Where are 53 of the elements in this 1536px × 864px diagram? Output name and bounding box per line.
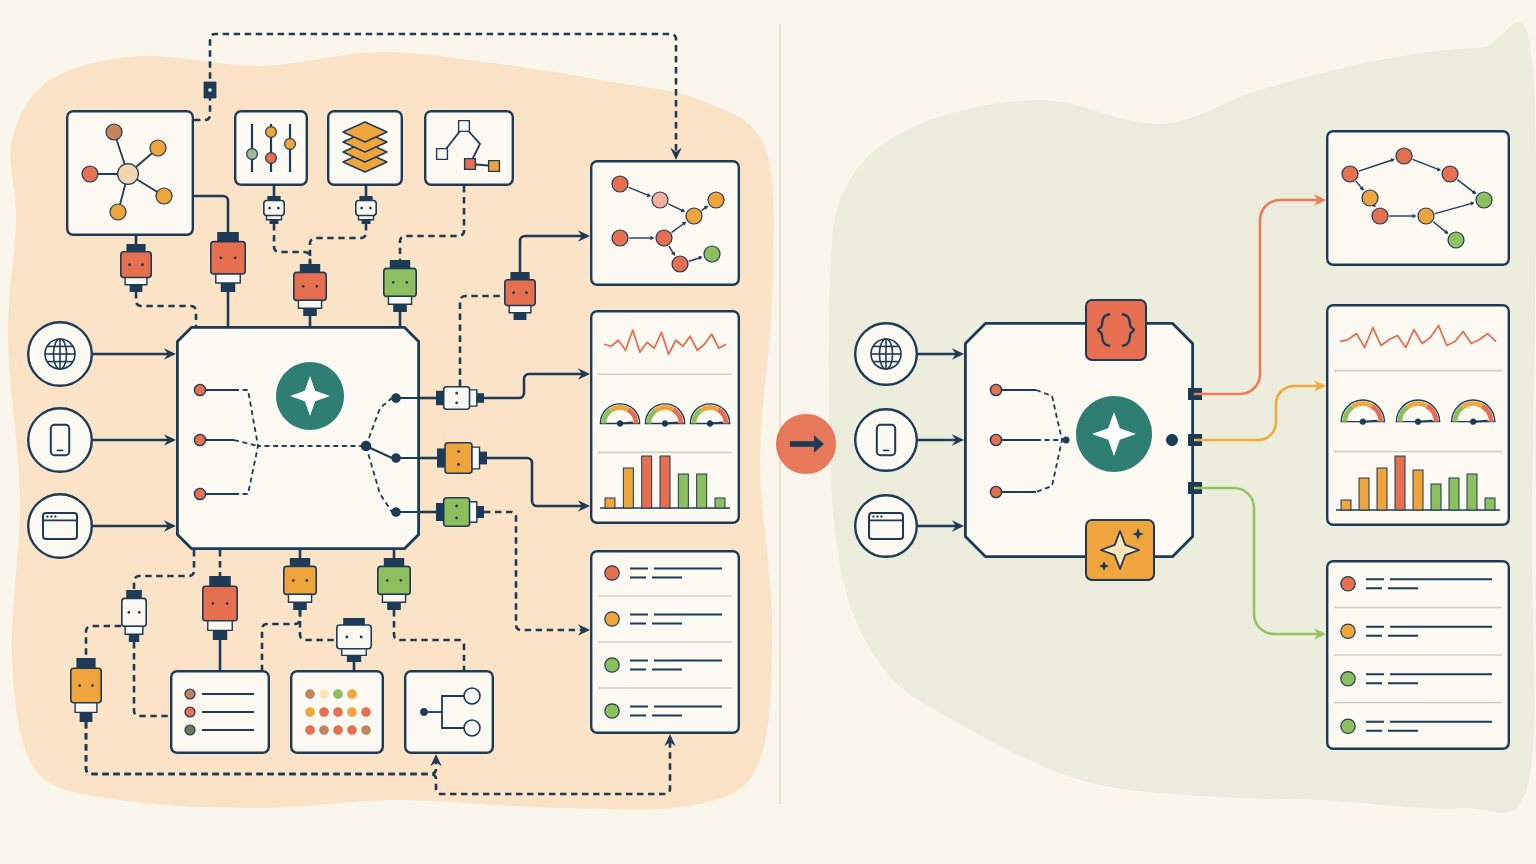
connector-line xyxy=(308,224,368,264)
connector-line xyxy=(272,186,276,196)
connector-line xyxy=(420,396,436,400)
plug xyxy=(210,232,246,292)
plug xyxy=(377,558,411,610)
plug xyxy=(121,590,147,642)
plug xyxy=(70,658,102,722)
plug xyxy=(437,442,487,474)
connector-line xyxy=(364,186,368,196)
connector-line xyxy=(218,550,222,576)
connector-line xyxy=(308,316,312,326)
connector-line xyxy=(420,456,437,460)
connector-line xyxy=(132,550,196,590)
dashboard-panel xyxy=(1326,560,1510,750)
connector-line xyxy=(84,624,121,658)
plug xyxy=(355,196,377,224)
hub-box xyxy=(176,326,420,550)
browser-icon xyxy=(27,493,93,559)
connector-line xyxy=(392,550,396,558)
dashboard-panel xyxy=(590,550,740,734)
plug xyxy=(336,618,372,662)
plug xyxy=(504,272,536,320)
dashboard-panel xyxy=(1326,130,1510,266)
plug xyxy=(436,386,484,410)
connector-line xyxy=(132,642,170,718)
connector-line xyxy=(194,194,230,232)
globe-icon xyxy=(27,321,93,387)
connector-line xyxy=(298,550,302,558)
connector-line xyxy=(272,224,312,264)
icon-tile xyxy=(170,670,270,754)
plug xyxy=(283,558,317,610)
phone-icon xyxy=(27,407,93,473)
connector-line xyxy=(134,236,138,244)
connector-line xyxy=(398,186,466,260)
connector-line xyxy=(352,662,356,670)
connector-line xyxy=(398,312,402,326)
connector-line xyxy=(260,610,302,670)
connector-line xyxy=(226,292,230,326)
plug xyxy=(293,264,327,316)
connector-line xyxy=(218,640,222,670)
globe-icon xyxy=(854,322,918,386)
plug xyxy=(263,196,285,224)
connector-line xyxy=(392,610,466,670)
icon-tile xyxy=(404,670,494,754)
phone-icon xyxy=(854,408,918,472)
plug xyxy=(120,244,152,292)
plug xyxy=(383,260,417,312)
connector-line xyxy=(458,294,504,386)
plug xyxy=(436,497,484,527)
icon-tile xyxy=(424,110,514,186)
connector-line xyxy=(420,510,436,514)
browser-icon xyxy=(854,494,918,558)
plug xyxy=(202,576,238,640)
